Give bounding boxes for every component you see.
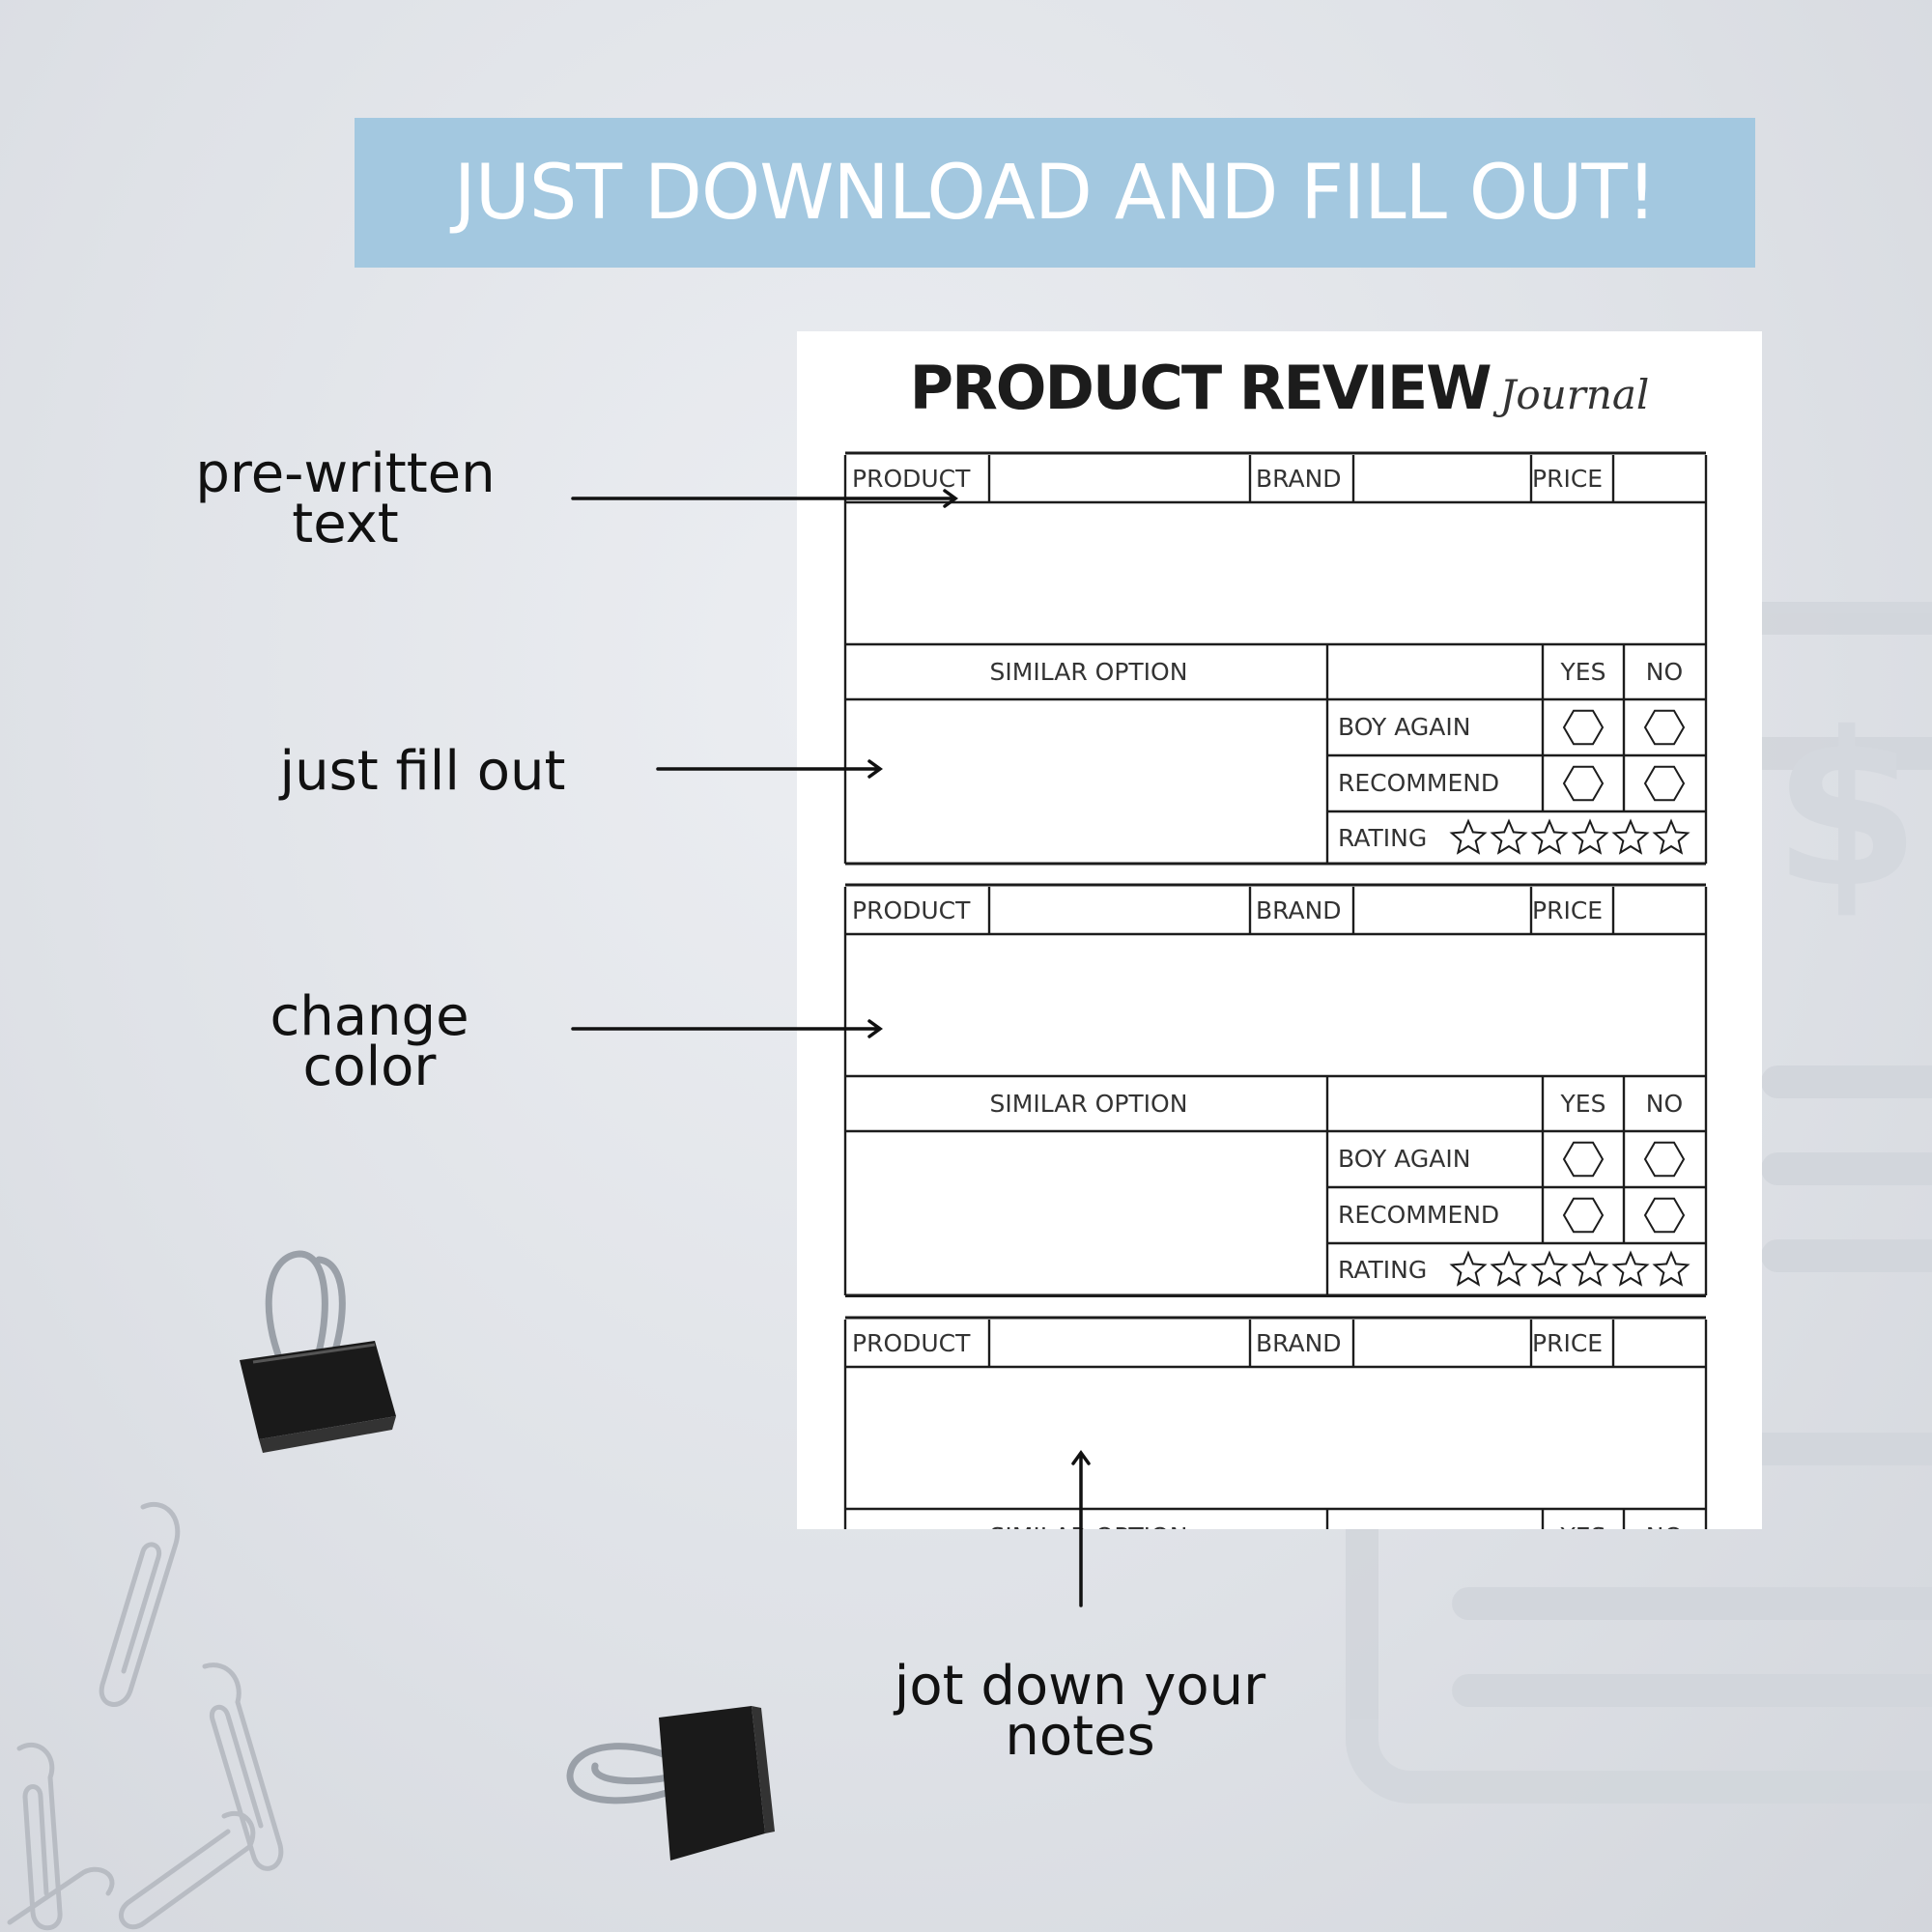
star-icon[interactable] (1571, 818, 1609, 855)
no-label: NO (1646, 1522, 1683, 1529)
similar-option-label: SIMILAR OPTION (990, 1522, 1188, 1529)
headline-text: JUST DOWNLOAD AND FILL OUT! (453, 149, 1657, 237)
hexagon-checkbox-icon[interactable] (1643, 765, 1686, 802)
star-icon[interactable] (1449, 1250, 1488, 1287)
yes-label: YES (1561, 1522, 1606, 1529)
price-label: PRICE (1532, 465, 1604, 493)
headline-banner: JUST DOWNLOAD AND FILL OUT! (355, 118, 1755, 268)
journal-title-main: PRODUCT REVIEW (909, 353, 1492, 423)
price-label: PRICE (1532, 1329, 1604, 1357)
product-label: PRODUCT (852, 1329, 971, 1357)
brand-label: BRAND (1256, 1329, 1342, 1357)
no-label: NO (1645, 658, 1684, 686)
brand-label: BRAND (1256, 896, 1342, 924)
arrow-icon (571, 1019, 883, 1038)
brand-label: BRAND (1256, 465, 1342, 493)
arrow-icon (656, 759, 883, 779)
binder-clip-icon (240, 1250, 396, 1453)
annotation-pre-written: pre-written text (195, 442, 496, 555)
star-icon[interactable] (1449, 818, 1488, 855)
svg-text:$: $ (1773, 687, 1920, 934)
rating-label: RATING (1338, 824, 1428, 852)
hexagon-checkbox-icon[interactable] (1562, 1141, 1605, 1178)
recommend-label: RECOMMEND (1338, 769, 1500, 797)
recommend-label: RECOMMEND (1338, 1201, 1500, 1229)
buy-again-label: BOY AGAIN (1338, 1145, 1471, 1173)
star-icon[interactable] (1571, 1250, 1609, 1287)
price-label: PRICE (1532, 896, 1604, 924)
rating-label: RATING (1338, 1256, 1428, 1284)
no-label: NO (1645, 1090, 1684, 1118)
binder-clip-icon (566, 1706, 775, 1861)
arrow-icon (1071, 1450, 1091, 1607)
similar-option-label: SIMILAR OPTION (989, 658, 1188, 686)
star-icon[interactable] (1490, 818, 1528, 855)
journal-title-script: Journal (1499, 371, 1650, 418)
arrow-icon (571, 489, 958, 508)
star-icon[interactable] (1611, 1250, 1650, 1287)
hexagon-checkbox-icon[interactable] (1643, 709, 1686, 746)
hexagon-checkbox-icon[interactable] (1643, 1197, 1686, 1234)
review-table-grid (843, 451, 1708, 1529)
star-icon[interactable] (1530, 1250, 1569, 1287)
star-icon[interactable] (1530, 818, 1569, 855)
hexagon-checkbox-icon[interactable] (1562, 1197, 1605, 1234)
hexagon-checkbox-icon[interactable] (1562, 765, 1605, 802)
buy-again-label: BOY AGAIN (1338, 713, 1471, 741)
yes-label: YES (1560, 1090, 1606, 1118)
paperclip-icon (7, 1501, 284, 1931)
hexagon-checkbox-icon[interactable] (1643, 1141, 1686, 1178)
annotation-change-color: change color (270, 985, 469, 1098)
product-label: PRODUCT (852, 896, 971, 924)
star-icon[interactable] (1652, 1250, 1690, 1287)
star-icon[interactable] (1652, 818, 1690, 855)
annotation-notes: jot down your notes (894, 1655, 1266, 1768)
product-label: PRODUCT (852, 465, 971, 493)
yes-label: YES (1560, 658, 1606, 686)
annotation-fill-out: just fill out (279, 740, 566, 803)
hexagon-checkbox-icon[interactable] (1562, 709, 1605, 746)
similar-option-label: SIMILAR OPTION (989, 1090, 1188, 1118)
star-icon[interactable] (1490, 1250, 1528, 1287)
star-icon[interactable] (1611, 818, 1650, 855)
